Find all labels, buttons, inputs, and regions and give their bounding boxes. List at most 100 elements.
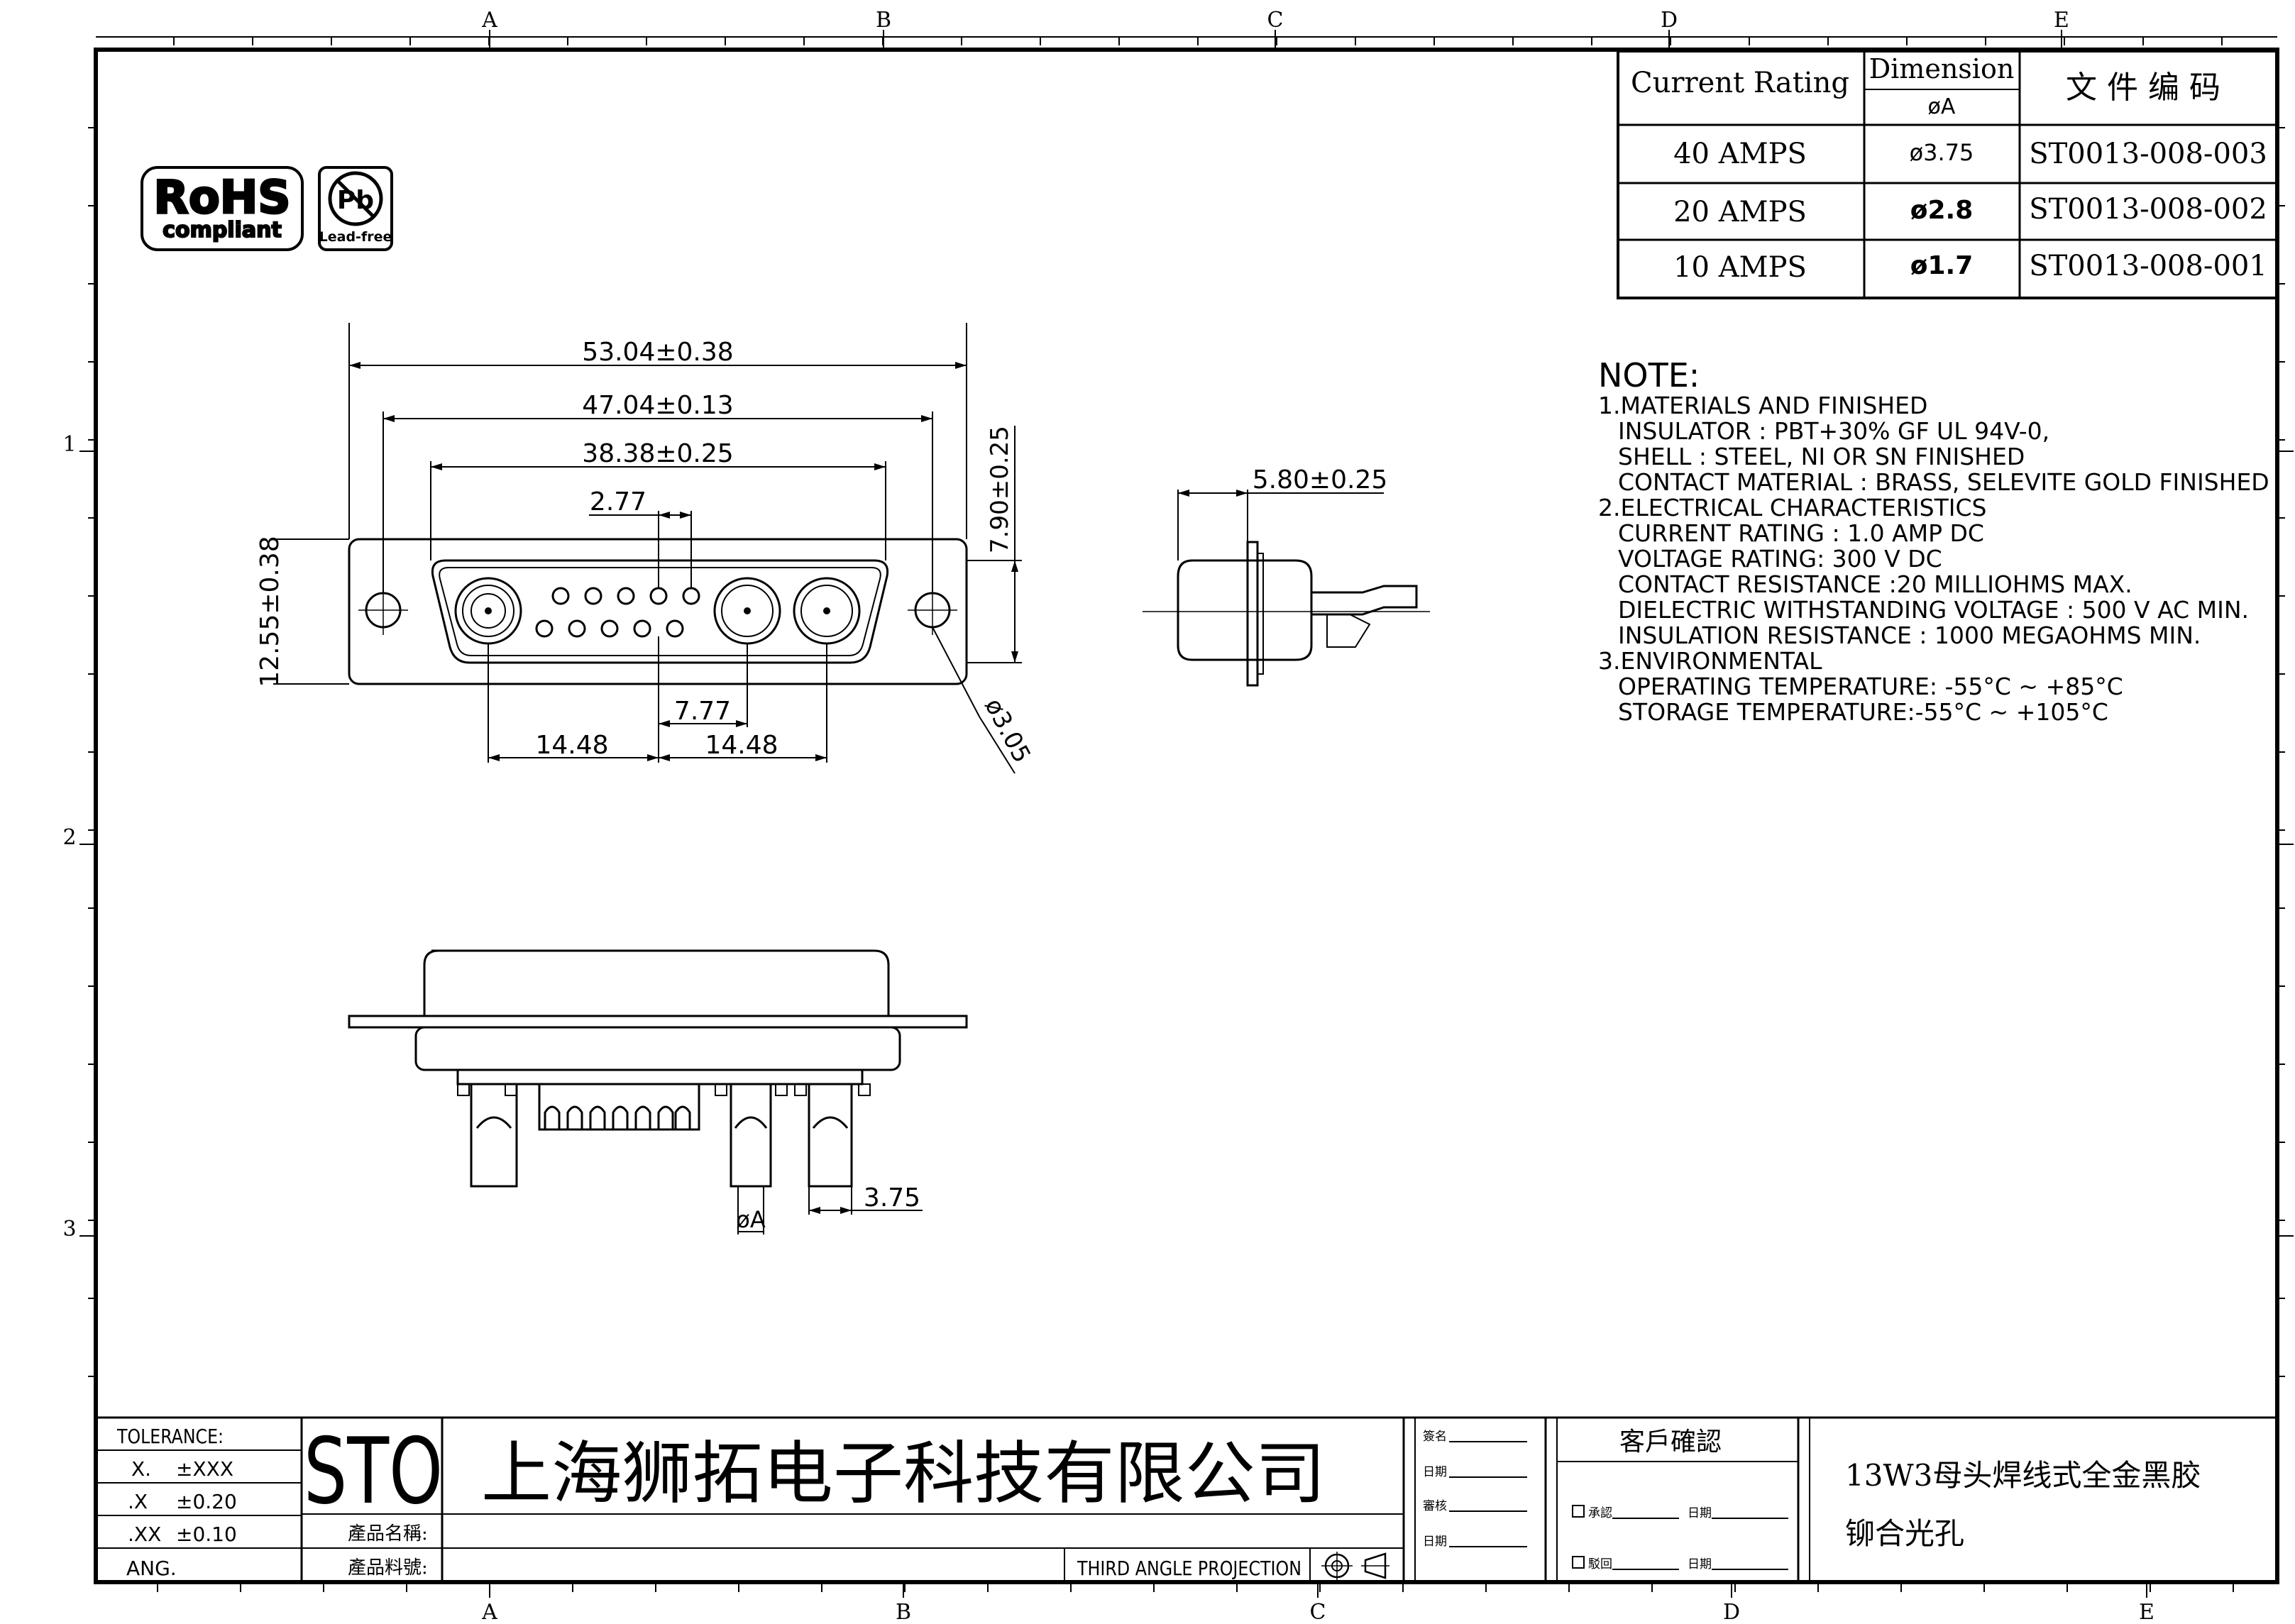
note-line-13: STORAGE TEMPERATURE:-55°C ~ +105°C: [1618, 698, 2108, 726]
rohs-logo: RoHS compliant: [141, 166, 304, 251]
note-line-12: OPERATING TEMPERATURE: -55°C ~ +85°C: [1618, 673, 2123, 700]
col-label-b-top: B: [876, 8, 891, 33]
lead-free-text: Lead-free: [319, 229, 392, 245]
row3-dimension: ø1.7: [1910, 251, 1974, 280]
col-label-a-top: A: [481, 8, 497, 33]
row3-code: ST0013-008-001: [2029, 250, 2267, 282]
bottom-view: 3.75 øA: [348, 949, 968, 1234]
review-date-label: 日期: [1423, 1535, 1447, 1549]
reject-checkbox[interactable]: [1572, 1556, 1585, 1569]
sign-label: 簽名: [1423, 1430, 1447, 1444]
reject-date-label: 日期: [1688, 1557, 1712, 1571]
dim-pin-pitch: 2.77: [590, 487, 646, 517]
note-line-5: 2.ELECTRICAL CHARACTERISTICS: [1598, 494, 1986, 521]
col-label-d-top: D: [1661, 8, 1678, 33]
note-line-1: 1.MATERIALS AND FINISHED: [1598, 392, 1927, 419]
title-block: TOLERANCE: X. ±XXX .X ±0.20 .XX ±0.10 AN…: [96, 1416, 2277, 1582]
rohs-text: RoHS: [154, 172, 291, 224]
note-line-10: INSULATION RESISTANCE : 1000 MEGAOHMS MI…: [1618, 622, 2201, 649]
col-label-c-top: C: [1267, 8, 1284, 33]
signal-pins: [535, 587, 700, 638]
tol-val-2: ±0.20: [176, 1490, 237, 1513]
drawing-frame: A B C D E A B C D E 1 2 3: [62, 8, 2294, 1624]
dim-mount-spacing: 47.04±0.13: [582, 391, 733, 420]
top-ruler-ticks: [173, 30, 2223, 50]
part-number-label: 產品料號:: [348, 1557, 428, 1579]
approve-checkbox[interactable]: [1572, 1505, 1585, 1518]
lead-free-logo: Pb Lead-free: [318, 166, 393, 251]
dim-shell-height: 7.90±0.25: [986, 426, 1014, 553]
col-label-e-bottom: E: [2139, 1600, 2154, 1624]
product-description-2: 铆合光孔: [1845, 1516, 1964, 1551]
tol-val-1: ±XXX: [176, 1457, 233, 1481]
col-label-c-bottom: C: [1310, 1600, 1326, 1624]
tol-val-3: ±0.10: [176, 1523, 237, 1546]
projection-symbol: [1321, 1552, 1389, 1580]
col-label-b-bottom: B: [896, 1600, 911, 1624]
dim-height: 12.55±0.38: [255, 536, 285, 687]
product-description-1: 13W3母头焊线式全金黑胶: [1845, 1458, 2201, 1493]
note-line-11: 3.ENVIRONMENTAL: [1598, 647, 1822, 675]
reject-label: 駁回: [1588, 1557, 1612, 1571]
row3-rating: 10 AMPS: [1673, 251, 1807, 284]
row2-rating: 20 AMPS: [1673, 196, 1807, 228]
header-current-rating: Current Rating: [1631, 67, 1849, 99]
dim-coax-pitch: 7.77: [674, 697, 731, 726]
col-label-d-bottom: D: [1723, 1600, 1740, 1624]
front-view: 53.04±0.38 47.04±0.13 38.38±0.25 2.77 12…: [255, 323, 1036, 774]
side-ruler-ticks: [79, 127, 2294, 1377]
customer-confirm-label: 客戶確認: [1619, 1427, 1722, 1457]
dim-side-depth: 5.80±0.25: [1253, 465, 1387, 495]
approve-date-label: 日期: [1688, 1506, 1712, 1520]
header-dimension: Dimension: [1869, 53, 2015, 84]
row2-code: ST0013-008-002: [2029, 193, 2267, 226]
approve-label: 承認: [1588, 1506, 1612, 1520]
header-dimension-sub: øA: [1928, 94, 1956, 119]
note-line-6: CURRENT RATING : 1.0 AMP DC: [1618, 519, 1984, 547]
bottom-ruler-ticks: [157, 1582, 2234, 1598]
coax-contact-3: [793, 577, 861, 645]
sign-date-label: 日期: [1423, 1465, 1447, 1479]
notes-title: NOTE:: [1598, 356, 1700, 394]
coax-contact-1: [454, 577, 522, 645]
product-name-label: 產品名稱:: [348, 1523, 428, 1545]
tol-key-3: .XX: [128, 1523, 161, 1546]
note-line-2: INSULATOR : PBT+30% GF UL 94V-0,: [1618, 417, 2049, 445]
dim-shell-width: 38.38±0.25: [582, 439, 733, 468]
dim-cup-width: 3.75: [864, 1183, 920, 1213]
row2-dimension: ø2.8: [1910, 196, 1974, 225]
dim-left-span: 14.48: [535, 731, 608, 760]
row-label-2: 2: [62, 825, 76, 850]
pb-symbol: Pb: [337, 186, 374, 215]
dim-cup-dia: øA: [736, 1206, 766, 1233]
tol-key-2: .X: [128, 1490, 148, 1513]
side-view: 5.80±0.25: [1143, 465, 1430, 687]
front-dim-arrows: [349, 362, 1018, 761]
row-label-1: 1: [62, 432, 76, 457]
rohs-compliant-text: compliant: [163, 218, 282, 243]
company-name: 上海狮拓电子科技有限公司: [481, 1434, 1326, 1513]
projection-label: THIRD ANGLE PROJECTION: [1077, 1557, 1301, 1580]
note-line-8: CONTACT RESISTANCE :20 MILLIOHMS MAX.: [1618, 570, 2132, 598]
front-dimensions: [273, 323, 1022, 774]
tol-key-1: X.: [131, 1457, 151, 1481]
tolerance-label: TOLERANCE:: [116, 1425, 224, 1448]
tol-key-4: ANG.: [126, 1557, 177, 1580]
dim-overall-width: 53.04±0.38: [582, 338, 733, 367]
col-label-a-bottom: A: [481, 1600, 497, 1624]
col-label-e-top: E: [2054, 8, 2069, 33]
review-label: 審核: [1423, 1499, 1447, 1513]
note-line-3: SHELL : STEEL, NI OR SN FINISHED: [1618, 443, 2025, 470]
sto-logo: STO: [304, 1419, 443, 1525]
row1-rating: 40 AMPS: [1673, 138, 1807, 170]
note-line-9: DIELECTRIC WITHSTANDING VOLTAGE : 500 V …: [1618, 596, 2249, 624]
row1-code: ST0013-008-003: [2029, 138, 2267, 170]
spec-table: Current Rating Dimension øA 文件编码 40 AMPS…: [1617, 50, 2278, 299]
notes-block: NOTE: 1.MATERIALS AND FINISHED INSULATOR…: [1598, 356, 2269, 726]
row1-dimension: ø3.75: [1910, 139, 1974, 166]
note-line-4: CONTACT MATERIAL : BRASS, SELEVITE GOLD …: [1618, 468, 2269, 496]
header-file-code: 文件编码: [2066, 70, 2230, 106]
note-line-7: VOLTAGE RATING: 300 V DC: [1618, 545, 1942, 573]
dim-right-span: 14.48: [705, 731, 778, 760]
